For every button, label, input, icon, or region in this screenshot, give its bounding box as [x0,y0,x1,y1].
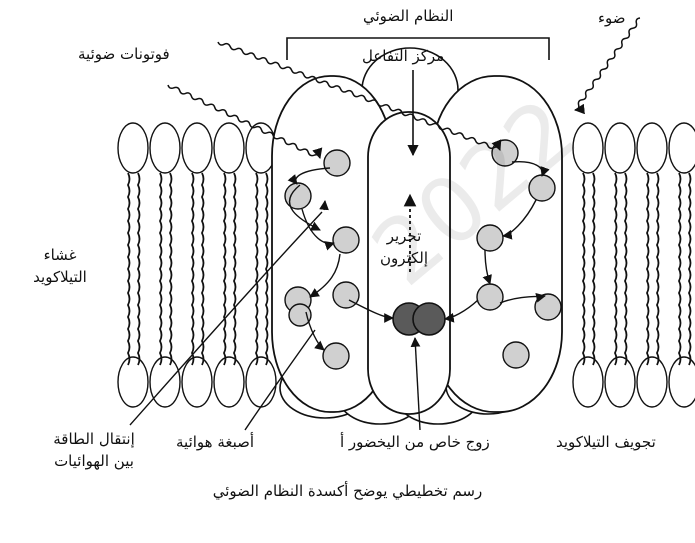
pigment [477,284,503,310]
lipid-tail [160,173,162,365]
label-photosystem: النظام الضوئي [363,6,453,26]
label-antenna-pigments: أصبغة هوائية [176,432,254,452]
lipid-head [605,357,635,407]
lipid-tail [234,173,236,365]
label-energy-transfer: إنتقال الطاقة بين الهوائيات [36,428,152,472]
lipid-tail [615,173,617,365]
lipid-head [573,357,603,407]
pigment [529,175,555,201]
lipid-tail [170,173,172,365]
lipid-tail [266,173,268,365]
pigment [333,227,359,253]
lipid-tail [128,173,130,365]
photon-wave [575,18,640,110]
label-electron-release: تحرير إلكترون [372,225,436,269]
figure-caption: رسم تخطيطي يوضح أكسدة النظام الضوئي [0,482,695,500]
lipid-head [118,357,148,407]
lipid-head [214,123,244,173]
lipid-tail [625,173,627,365]
lipid-head [669,123,695,173]
lipid-head [150,123,180,173]
lipid-tail [679,173,681,365]
label-reaction-center: مركز التفاعل [362,46,444,66]
lipid-tail [224,173,226,365]
lipid-tail [202,173,204,365]
lipid-head [118,123,148,173]
lipid-tail [138,173,140,365]
membrane-bilayer-left [118,123,276,407]
label-photons: فوتونات ضوئية [78,44,170,64]
lipid-tail [657,173,659,365]
label-thylakoid-lumen: تجويف التيلاكويد [556,432,656,452]
lipid-tail [256,173,258,365]
pigment [333,282,359,308]
pigment [289,304,311,326]
lipid-tail [689,173,691,365]
lipid-tail [647,173,649,365]
lipid-tail [192,173,194,365]
label-light: ضوء [598,8,626,28]
label-special-pair: زوج خاص من اليخضور أ [340,432,490,452]
special-chlorophyll-pair [393,303,445,335]
lipid-head [573,123,603,173]
lipid-head [150,357,180,407]
lipid-head [246,357,276,407]
lipid-head [214,357,244,407]
lipid-head [182,123,212,173]
pigment [535,294,561,320]
pigment [477,225,503,251]
pigment [503,342,529,368]
label-thylakoid-membrane: غشاء التيلاكويد [30,244,90,288]
lipid-tail [583,173,585,365]
membrane-bilayer-right [573,123,695,407]
lipid-head [637,123,667,173]
lipid-head [182,357,212,407]
lipid-head [669,357,695,407]
pigment [324,150,350,176]
pigment [323,343,349,369]
lipid-head [637,357,667,407]
lipid-tail [593,173,595,365]
lipid-head [605,123,635,173]
